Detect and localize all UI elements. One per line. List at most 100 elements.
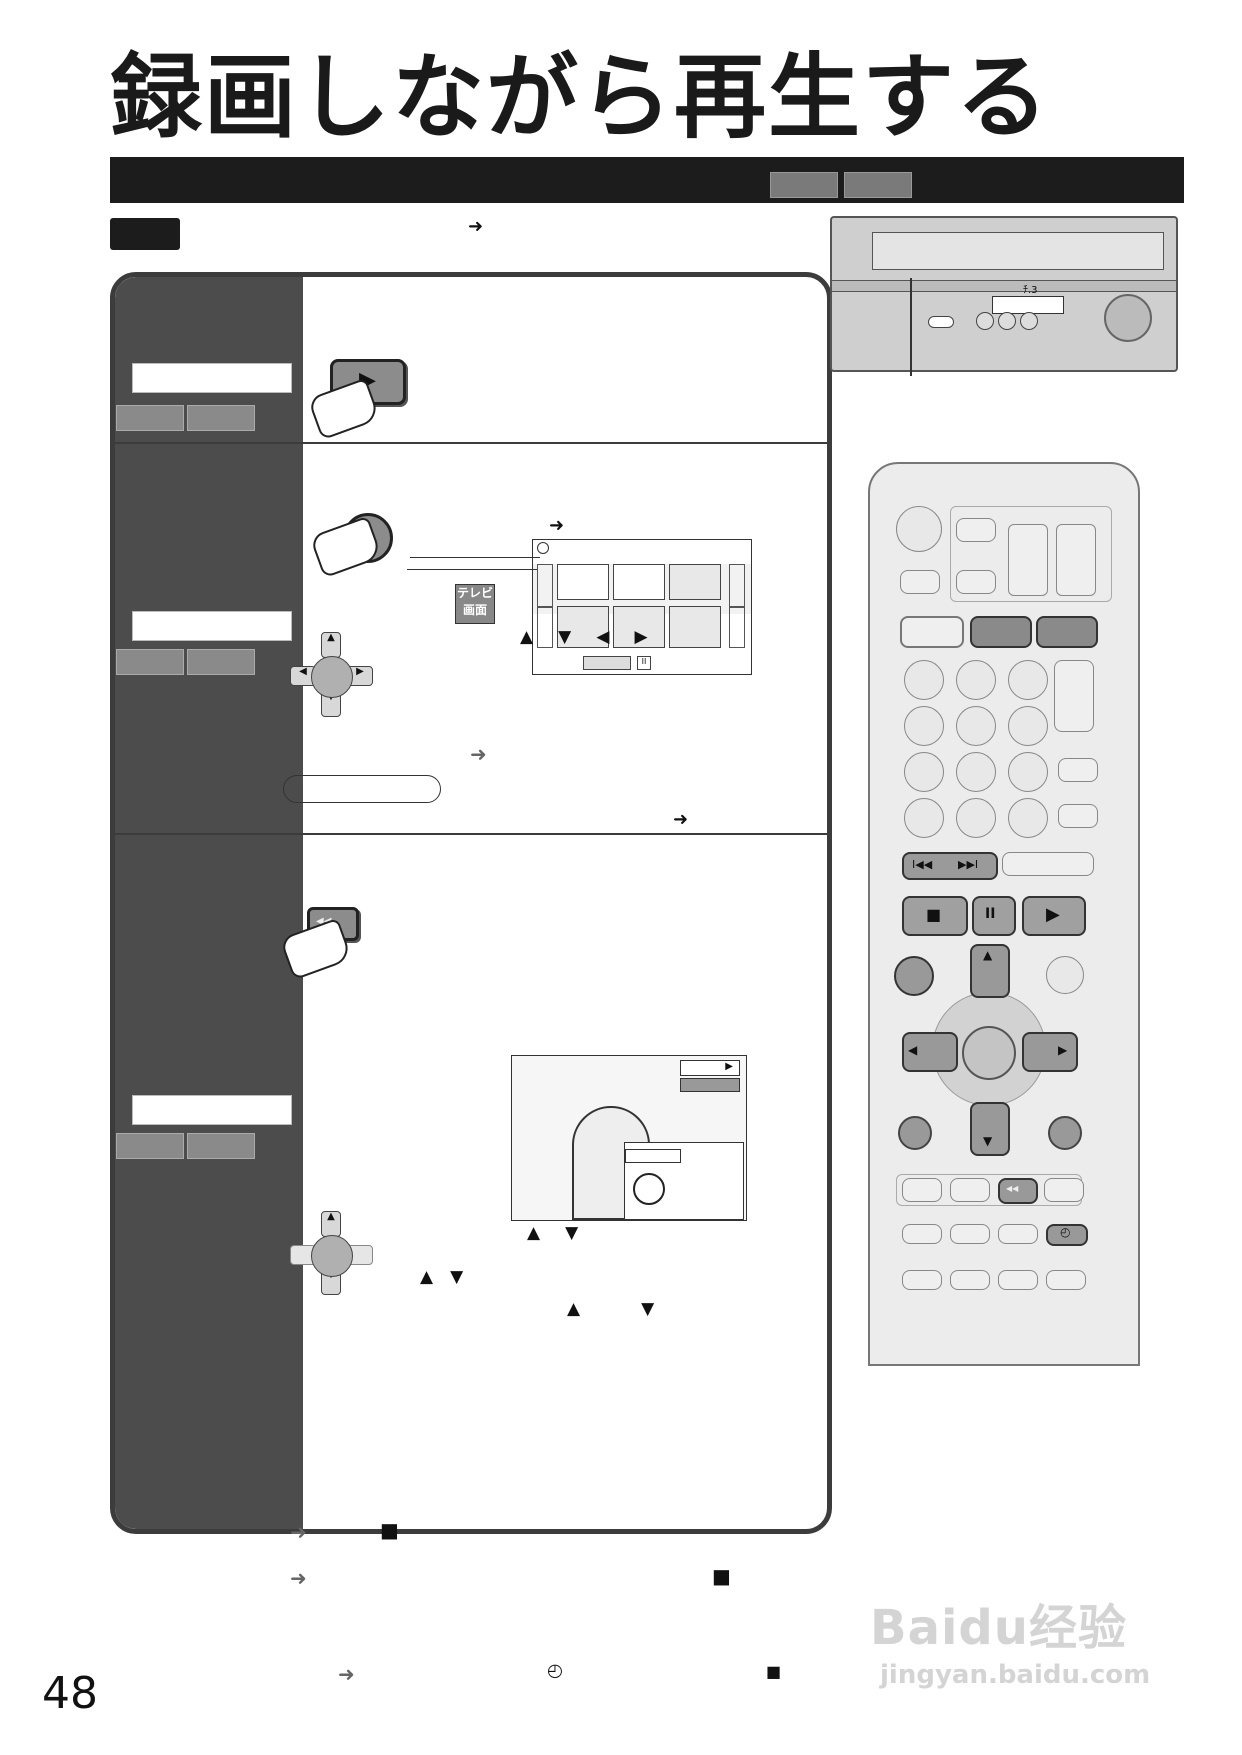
header-band	[110, 157, 1184, 203]
skip-buttons[interactable]: I◀◀ ▶▶I	[902, 852, 998, 880]
note2-arrow-icon: ➜	[290, 1566, 307, 1590]
function-menu-button[interactable]	[1046, 956, 1084, 994]
remote-func-button[interactable]	[1056, 524, 1096, 596]
number-9-button[interactable]	[1008, 752, 1048, 792]
deck-button[interactable]	[976, 312, 994, 330]
remote-func-button[interactable]	[956, 518, 996, 542]
hdd-button[interactable]	[970, 616, 1032, 648]
divider-1	[115, 442, 827, 444]
channel-rocker[interactable]	[1054, 660, 1094, 732]
step3-label	[132, 1095, 292, 1125]
remote-func-button[interactable]	[950, 1224, 990, 1244]
number-5-button[interactable]	[956, 706, 996, 746]
remote-right-button[interactable]: ▶	[1022, 1032, 1078, 1072]
left-icon: ◀	[908, 1043, 918, 1057]
number-6-button[interactable]	[1008, 706, 1048, 746]
remote-func-button[interactable]	[902, 1270, 942, 1290]
thumbnail-4	[557, 606, 609, 648]
step2-chip-1	[116, 649, 184, 675]
number-1-button[interactable]	[904, 660, 944, 700]
power-button[interactable]	[896, 506, 942, 552]
number-11-button[interactable]	[1008, 798, 1048, 838]
remote-func-button[interactable]	[950, 1270, 990, 1290]
playback-screen: ▶	[511, 1055, 747, 1221]
callout-line	[410, 557, 540, 558]
remote-func-button[interactable]	[902, 1178, 942, 1202]
sub-menu-button[interactable]	[1048, 1116, 1082, 1150]
remote-control-illustration: I◀◀ ▶▶I ■ II ▶ ▲ ▼ ◀ ▶ ◀◀ ◴	[868, 462, 1140, 1366]
intro-arrow-icon: ➜	[468, 216, 484, 237]
deck-jog-dial[interactable]	[1104, 294, 1152, 342]
remote-enter-button[interactable]	[962, 1026, 1016, 1080]
skip-forward-icon: ▶▶I	[958, 858, 979, 871]
remote-func-button[interactable]	[1008, 524, 1048, 596]
number-4-button[interactable]	[904, 706, 944, 746]
right-icon: ▶	[1058, 1043, 1068, 1057]
remote-up-button[interactable]: ▲	[970, 944, 1010, 998]
dpad-enter[interactable]	[311, 1235, 353, 1277]
stop-button[interactable]: ■	[902, 896, 968, 936]
deck-button[interactable]	[1020, 312, 1038, 330]
remote-func-button[interactable]	[998, 1270, 1038, 1290]
left-icon: ◀	[596, 627, 610, 647]
up-icon: ▲	[567, 1299, 581, 1319]
deck-open-button[interactable]	[928, 316, 954, 328]
number-2-button[interactable]	[956, 660, 996, 700]
play-status-icon: ▶	[725, 1061, 733, 1072]
remote-func-button[interactable]	[950, 1178, 990, 1202]
up-icon: ▲	[327, 632, 335, 643]
dvd-button[interactable]	[1036, 616, 1098, 648]
deck-button[interactable]	[998, 312, 1016, 330]
note1-stop-icon: ■	[380, 1518, 399, 1542]
remote-left-button[interactable]: ◀	[902, 1032, 958, 1072]
number-3-button[interactable]	[1008, 660, 1048, 700]
thumbnail-5	[613, 606, 665, 648]
remote-func-button[interactable]	[902, 1224, 942, 1244]
remote-rewind-button[interactable]: ◀◀	[998, 1178, 1038, 1204]
remote-func-button[interactable]	[998, 1224, 1038, 1244]
left-icon: ◀	[299, 666, 307, 677]
up-icon: ▲	[527, 1223, 541, 1243]
remote-func-button[interactable]	[1044, 1178, 1084, 1202]
number-0-button[interactable]	[904, 798, 944, 838]
step2-hint-arrow-icon: ➜	[470, 742, 487, 766]
dpad-up[interactable]: ▲	[321, 632, 341, 658]
dpad-up[interactable]: ▲	[321, 1211, 341, 1237]
remote-func-button[interactable]	[1046, 1270, 1086, 1290]
slow-search-button[interactable]	[1002, 852, 1094, 876]
pause-button[interactable]: II	[972, 896, 1016, 936]
note3-stop-icon: ■	[766, 1662, 782, 1681]
thumbnail-3	[669, 564, 721, 600]
remote-func-button[interactable]	[956, 570, 996, 594]
return-button[interactable]	[898, 1116, 932, 1150]
up-icon: ▲	[983, 948, 993, 962]
thumbnail-2	[613, 564, 665, 600]
number-7-button[interactable]	[904, 752, 944, 792]
body-cursor-hint: ▲ ▼	[420, 1267, 463, 1287]
number-10-button[interactable]	[956, 798, 996, 838]
drive-select-button[interactable]	[900, 616, 964, 648]
up-icon: ▲	[327, 1211, 335, 1222]
time-slip-button[interactable]: ◴	[1046, 1224, 1088, 1246]
step2-label	[132, 611, 292, 641]
remote-play-button[interactable]: ▶	[1022, 896, 1086, 936]
step3-chip-1	[116, 1133, 184, 1159]
skip-back-icon: I◀◀	[912, 858, 933, 871]
step2-note-arrow-icon: ➜	[673, 809, 689, 830]
number-8-button[interactable]	[956, 752, 996, 792]
direct-navigator-button[interactable]	[894, 956, 934, 996]
intro-tag	[110, 218, 180, 250]
rewind-icon: ◀◀	[1006, 1184, 1019, 1193]
thumbnail-1	[557, 564, 609, 600]
page-title: 録画しながら再生する	[110, 44, 1051, 151]
remote-func-button[interactable]	[900, 570, 940, 594]
play-icon: ▶	[1046, 904, 1060, 925]
remote-func-button[interactable]	[1058, 804, 1098, 828]
header-chip-2	[844, 172, 912, 198]
up-icon: ▲	[420, 1267, 434, 1287]
down-icon: ▼	[565, 1223, 579, 1243]
remote-func-button[interactable]	[1058, 758, 1098, 782]
dpad-enter[interactable]	[311, 656, 353, 698]
header-chip-1	[770, 172, 838, 198]
remote-down-button[interactable]: ▼	[970, 1102, 1010, 1156]
